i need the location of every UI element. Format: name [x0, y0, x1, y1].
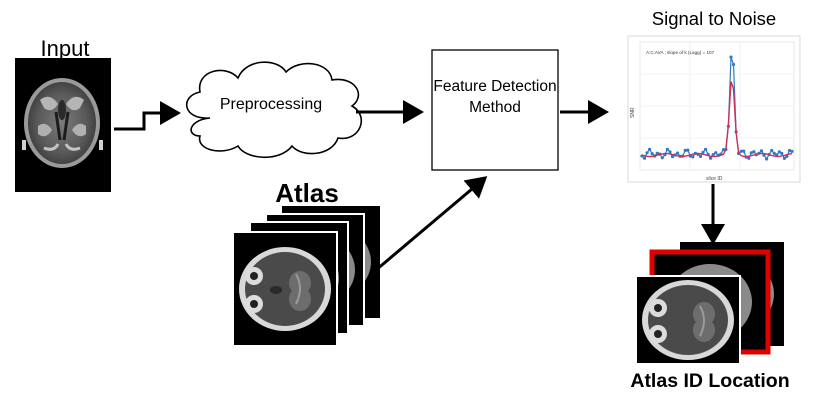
- signal-to-noise-label: Signal to Noise: [651, 8, 777, 29]
- snr-data-point: [749, 151, 753, 155]
- snr-data-point: [701, 150, 705, 154]
- feature-detection-label: Feature Detection Method: [433, 78, 557, 116]
- snr-data-point: [780, 151, 784, 155]
- snr-data-point: [650, 152, 654, 156]
- snr-data-point: [777, 150, 781, 154]
- snr-data-point: [709, 156, 713, 160]
- atlas-label: Atlas: [275, 178, 339, 208]
- snr-data-point: [770, 148, 774, 153]
- snr-data-point: [660, 156, 664, 160]
- snr-data-point: [782, 156, 787, 160]
- snr-plot: A:C:AVA ; slope of k (Lagg) = 107 SNR sl…: [627, 35, 801, 183]
- snr-data-point: [704, 147, 708, 151]
- snr-y-axis-label: SNR: [630, 107, 636, 118]
- snr-data-point: [668, 150, 672, 154]
- preprocessing-cloud: [185, 61, 363, 158]
- snr-data-point: [747, 156, 751, 160]
- snr-series-group: [640, 55, 794, 161]
- snr-data-point: [648, 147, 652, 151]
- input-mri-image: [15, 58, 111, 192]
- snr-data-point: [790, 149, 794, 153]
- feature-detection-box: [431, 49, 559, 171]
- snr-data-point: [742, 149, 746, 153]
- input-label: Input: [40, 36, 90, 61]
- snr-data-point: [765, 157, 769, 161]
- snr-data-point: [739, 149, 743, 153]
- snr-data-point: [729, 55, 733, 59]
- snr-data-point: [787, 148, 792, 153]
- snr-x-axis-label: slice ID: [706, 176, 723, 182]
- snr-data-point: [691, 155, 695, 159]
- snr-data-point: [721, 148, 726, 152]
- atlas-image-stack: [232, 206, 380, 347]
- snr-data-point: [676, 151, 680, 155]
- snr-legend-text: A:C:AVA ; slope of k (Lagg) = 107: [646, 50, 715, 55]
- snr-data-point: [683, 148, 687, 152]
- atlas-id-location-label: Atlas ID Location: [630, 370, 790, 392]
- snr-data-point: [772, 151, 776, 155]
- arrow-input-to-preprocessing: [114, 101, 181, 131]
- snr-data-point: [686, 148, 690, 152]
- snr-data-point: [665, 147, 670, 151]
- snr-data-point: [714, 151, 718, 155]
- snr-data-point: [711, 153, 715, 157]
- snr-data-point: [642, 156, 647, 160]
- atlas-id-stack: [635, 242, 784, 365]
- atlas-slice-front: [232, 231, 338, 347]
- snr-data-point: [759, 149, 764, 153]
- snr-data-point: [655, 151, 659, 155]
- arrow-atlas-to-feature: [375, 176, 488, 272]
- snr-data-point: [752, 150, 756, 154]
- snr-data-point: [670, 155, 675, 159]
- snr-data-point: [731, 62, 736, 67]
- snr-series-line-red: [641, 81, 793, 158]
- preprocessing-label: Preprocessing: [219, 96, 323, 113]
- snr-data-point: [698, 154, 703, 158]
- atlas-id-slice-front: [635, 275, 741, 365]
- snr-data-point: [645, 151, 649, 155]
